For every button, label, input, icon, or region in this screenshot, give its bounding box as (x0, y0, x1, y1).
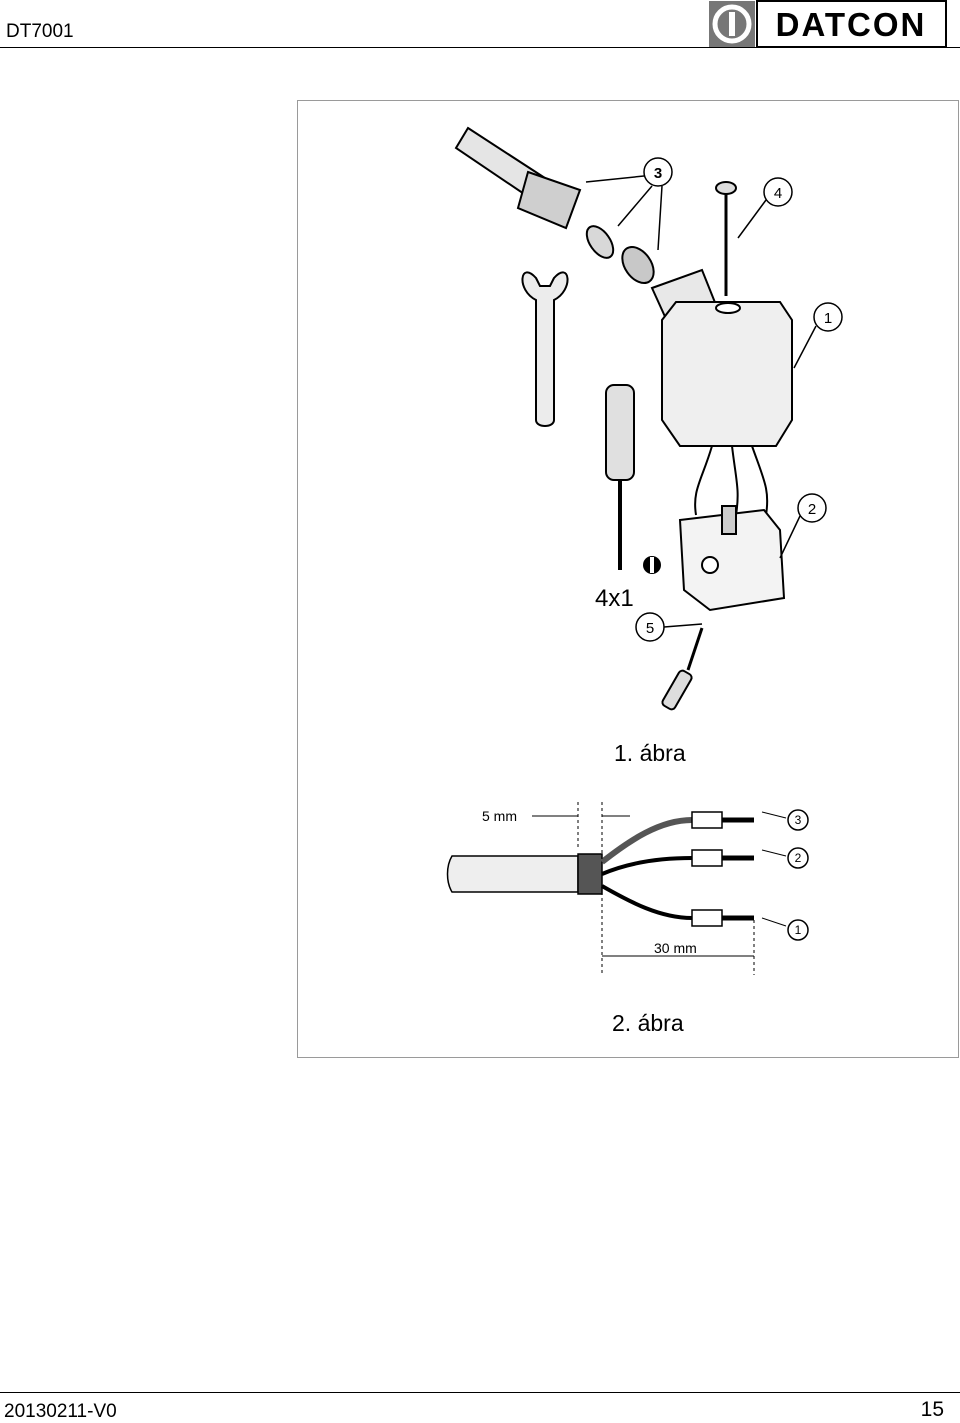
callout-1: 1 (824, 310, 832, 327)
figure-1-caption: 1. ábra (614, 740, 686, 766)
ferrule-icon (691, 909, 723, 927)
small-screwdriver-shaft-icon (686, 627, 704, 671)
callout-5: 5 (646, 620, 654, 637)
callout-4-circle (763, 177, 793, 207)
terminal-screw-icon (701, 556, 719, 574)
ferrule-icon (691, 811, 723, 829)
figure-frame (297, 100, 959, 1058)
braid-shield-icon (577, 853, 603, 895)
logo-text: DATCON (776, 6, 927, 43)
callout-1-circle (813, 302, 843, 332)
figure-1-assembly: 3 4 1 2 5 4x1 (454, 126, 843, 711)
screw-hole-icon (715, 302, 741, 314)
terminal-insert-icon (678, 508, 786, 612)
wire-icon (694, 445, 713, 516)
callout-line (663, 623, 703, 628)
revision-code: 20130211-V0 (4, 1401, 117, 1422)
callout-3-circle (787, 809, 809, 831)
callout-line (657, 185, 663, 251)
ferrule-icon (691, 849, 723, 867)
connector-housing-icon (661, 301, 793, 447)
wire-3-icon (600, 817, 693, 865)
callout-4: 4 (774, 185, 782, 202)
callout-line (793, 325, 817, 369)
header-rule (0, 47, 960, 48)
logo-emblem-bar (729, 12, 735, 36)
callout-1-circle (787, 919, 809, 941)
doc-code: DT7001 (6, 21, 74, 42)
datcon-logo: DATCON (709, 0, 947, 48)
small-screwdriver-icon (661, 669, 693, 711)
wire-1-icon (601, 884, 693, 920)
callout-2-circle (797, 493, 827, 523)
wire-2-icon (601, 856, 693, 876)
callout-2: 2 (795, 851, 802, 865)
callout-3-circle (643, 157, 673, 187)
logo-emblem-ring (712, 4, 752, 44)
logo-text-box (756, 0, 947, 48)
dimension-30mm: 30 mm (654, 940, 697, 956)
callout-3: 3 (795, 813, 802, 827)
screwdriver-handle-icon (605, 384, 635, 481)
washer-icon (585, 225, 615, 259)
callout-2: 2 (808, 501, 816, 518)
callout-line (761, 849, 787, 857)
callout-3: 3 (654, 165, 662, 182)
screw-head-icon (715, 181, 737, 195)
figure-2-caption: 2. ábra (612, 1010, 684, 1036)
page-number: 15 (920, 1398, 944, 1421)
callout-2-circle (787, 847, 809, 869)
gland-nut-icon (516, 170, 582, 230)
wire-icon (751, 445, 769, 516)
callout-line (737, 199, 767, 239)
slotted-screw-slot-icon (650, 557, 654, 573)
callout-1: 1 (795, 923, 802, 937)
callout-line (617, 185, 653, 227)
callout-line (585, 175, 645, 183)
cable-jacket-icon (446, 855, 579, 893)
footer-rule (0, 1392, 960, 1393)
tool-size-note: 4x1 (595, 585, 634, 612)
wire-icon (731, 445, 739, 516)
terminal-post-icon (721, 505, 737, 535)
figure-2-cable-stripping: 5 mm 30 mm 3 2 1 (446, 802, 809, 975)
callout-line (761, 917, 787, 927)
dimension-5mm: 5 mm (482, 808, 517, 824)
callout-line (779, 515, 801, 559)
wrench-icon (521, 271, 569, 427)
callout-line (761, 811, 787, 819)
seal-icon (621, 245, 655, 285)
